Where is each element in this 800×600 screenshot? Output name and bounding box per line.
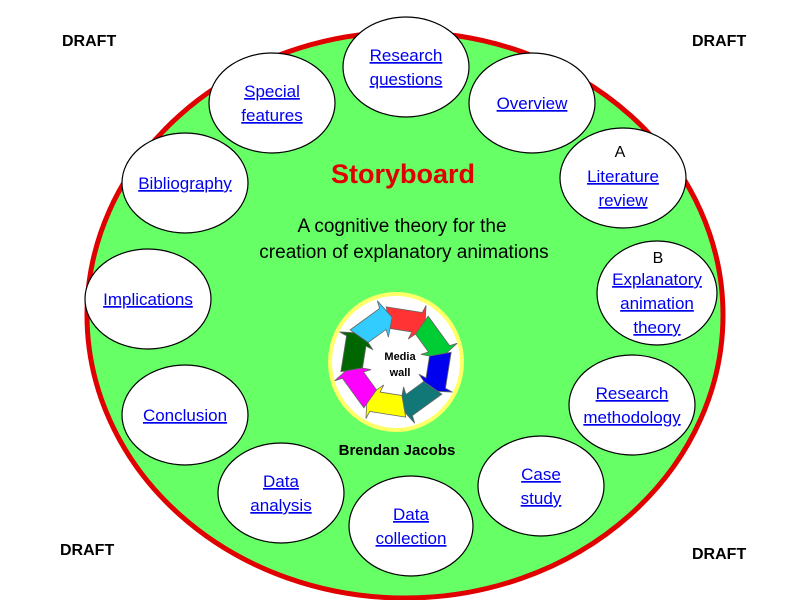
media-wall[interactable]: Media wall bbox=[328, 292, 464, 432]
node-circle bbox=[568, 354, 696, 456]
node-link-line[interactable]: Conclusion bbox=[143, 406, 227, 425]
storyboard-title: Storyboard bbox=[331, 159, 475, 189]
node-literature-review[interactable]: A Literature review bbox=[559, 127, 687, 229]
node-circle bbox=[217, 442, 345, 544]
node-overview[interactable]: Overview bbox=[468, 52, 596, 154]
media-wall-arrows bbox=[334, 300, 458, 424]
node-circle bbox=[348, 475, 474, 577]
node-circle bbox=[477, 435, 605, 537]
draft-label-bottom-left: DRAFT bbox=[60, 542, 115, 559]
node-link-line[interactable]: Special bbox=[244, 82, 300, 101]
subtitle-line-2: creation of explanatory animations bbox=[259, 242, 548, 263]
node-circle bbox=[121, 132, 249, 234]
node-link-line[interactable]: Literature bbox=[587, 167, 659, 186]
node-data-analysis[interactable]: Data analysis bbox=[217, 442, 345, 544]
node-letter: A bbox=[615, 144, 626, 161]
node-research-methodology[interactable]: Research methodology bbox=[568, 354, 696, 456]
draft-label-bottom-right: DRAFT bbox=[692, 546, 747, 563]
draft-label-top-right: DRAFT bbox=[692, 33, 747, 50]
node-conclusion[interactable]: Conclusion bbox=[121, 364, 249, 466]
author-name: Brendan Jacobs bbox=[339, 442, 456, 459]
node-link-line[interactable]: Research bbox=[370, 46, 443, 65]
node-link-line[interactable]: questions bbox=[370, 70, 443, 89]
node-link-line[interactable]: Explanatory bbox=[612, 270, 702, 289]
node-data-collection[interactable]: Data collection bbox=[348, 475, 474, 577]
node-bibliography[interactable]: Bibliography bbox=[121, 132, 249, 234]
node-case-study[interactable]: Case study bbox=[477, 435, 605, 537]
node-link-line[interactable]: collection bbox=[376, 529, 447, 548]
subtitle-line-1: A cognitive theory for the bbox=[297, 216, 506, 237]
node-link-line[interactable]: Overview bbox=[497, 94, 569, 113]
node-link-line[interactable]: review bbox=[598, 191, 648, 210]
node-link-line[interactable]: Case bbox=[521, 465, 561, 484]
media-wall-label-line-2: wall bbox=[389, 367, 411, 379]
node-circle bbox=[342, 16, 470, 118]
node-explanatory-animation-theory[interactable]: B Explanatory animation theory bbox=[596, 240, 718, 346]
node-link-line[interactable]: Research bbox=[596, 384, 669, 403]
node-link-line[interactable]: analysis bbox=[250, 496, 311, 515]
node-implications[interactable]: Implications bbox=[84, 248, 212, 350]
node-circle bbox=[596, 240, 718, 346]
node-special-features[interactable]: Special features bbox=[208, 52, 336, 154]
node-circle bbox=[208, 52, 336, 154]
media-wall-arrow bbox=[349, 300, 393, 343]
node-circle bbox=[559, 127, 687, 229]
node-link-line[interactable]: study bbox=[521, 489, 562, 508]
node-link-line[interactable]: Data bbox=[393, 505, 429, 524]
node-link-line[interactable]: animation bbox=[620, 294, 694, 313]
node-circle bbox=[121, 364, 249, 466]
node-circle bbox=[84, 248, 212, 350]
draft-label-top-left: DRAFT bbox=[62, 33, 117, 50]
node-link-line[interactable]: features bbox=[241, 106, 302, 125]
node-circle bbox=[468, 52, 596, 154]
node-link-line[interactable]: theory bbox=[633, 318, 681, 337]
node-letter: B bbox=[653, 250, 664, 267]
node-link-line[interactable]: Data bbox=[263, 472, 299, 491]
node-research-questions[interactable]: Research questions bbox=[342, 16, 470, 118]
node-link-line[interactable]: Bibliography bbox=[138, 174, 232, 193]
node-link-line[interactable]: methodology bbox=[583, 408, 681, 427]
media-wall-label-line-1: Media bbox=[384, 351, 416, 363]
node-link-line[interactable]: Implications bbox=[103, 290, 193, 309]
